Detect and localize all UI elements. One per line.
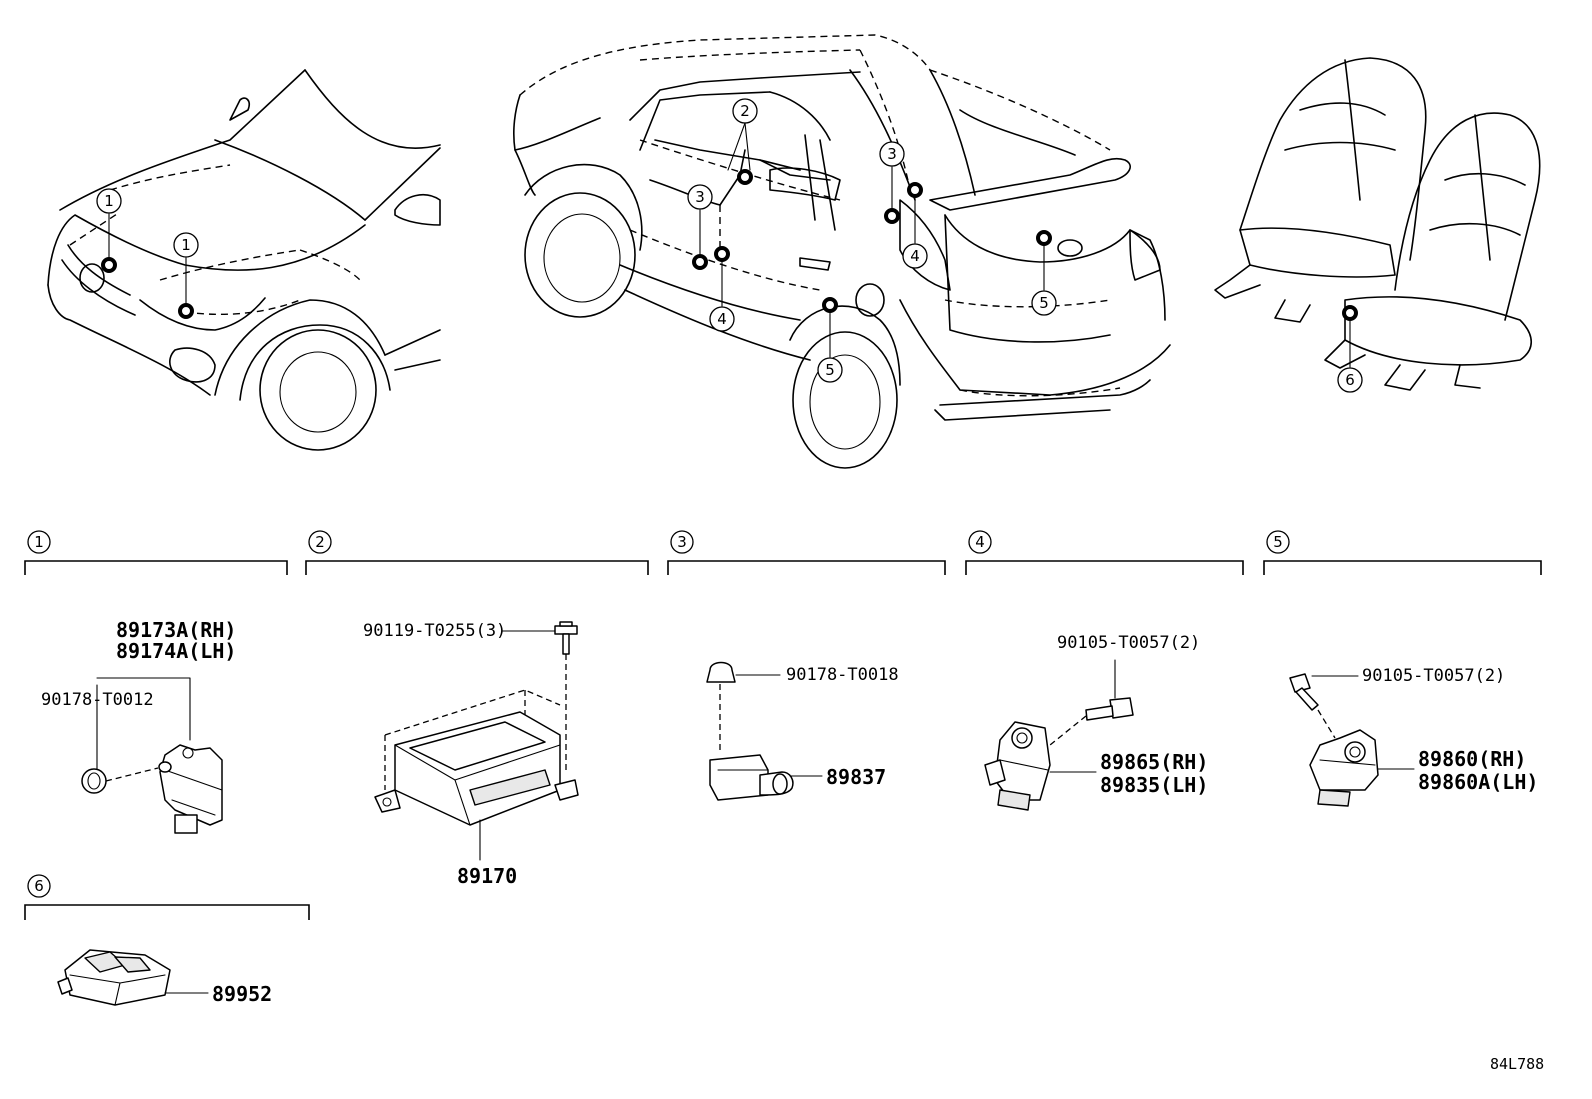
part-number-89952: 89952: [212, 982, 273, 1006]
part-number-89170: 89170: [457, 864, 518, 888]
svg-text:5: 5: [1273, 533, 1283, 551]
figure-code: 84L788: [1490, 1055, 1545, 1073]
section-1-parts: [81, 677, 223, 834]
front-vehicle-illustration: [47, 69, 441, 451]
section-5-parts: [1289, 673, 1415, 807]
section-6-parts: [57, 949, 209, 1006]
callout-number: 2: [740, 102, 750, 120]
callout-number: 5: [1039, 294, 1049, 312]
sensor-location-dot: [1342, 305, 1358, 321]
section-2-parts: [374, 621, 579, 861]
callout-number: 6: [1345, 371, 1355, 389]
sensor-location-dot: [737, 169, 753, 185]
svg-text:3: 3: [677, 533, 687, 551]
callout-number: 1: [181, 236, 191, 254]
section-brackets: 1 2 3 4 5 6: [24, 530, 1542, 920]
part-number-89174A-lh: 89174A(LH): [116, 639, 237, 663]
part-number-89837: 89837: [826, 765, 887, 789]
sensor-location-dot: [907, 182, 923, 198]
part-number-90119-T0255: 90119-T0255(3): [363, 621, 507, 641]
part-number-90105-T0057-sec5: 90105-T0057(2): [1362, 666, 1506, 686]
sensor-location-dot: [101, 257, 117, 273]
callout-markers: 1 1 2 3 3 4 4 5 5 6: [96, 98, 1363, 393]
part-number-90178-T0018: 90178-T0018: [786, 665, 899, 685]
callout-number: 1: [104, 192, 114, 210]
rear-vehicle-illustration: [513, 34, 1171, 469]
part-number-90105-T0057-sec4: 90105-T0057(2): [1057, 633, 1201, 653]
part-number-89865-rh: 89865(RH): [1100, 750, 1209, 774]
callout-number: 4: [717, 310, 727, 328]
seats-illustration: [1214, 57, 1541, 391]
svg-text:6: 6: [34, 877, 44, 895]
sensor-location-dot: [178, 303, 194, 319]
sensor-location-dot: [714, 246, 730, 262]
sensor-location-dot: [884, 208, 900, 224]
part-number-89860-rh: 89860(RH): [1418, 747, 1527, 771]
callout-number: 4: [910, 247, 920, 265]
sensor-location-dot: [692, 254, 708, 270]
callout-number: 3: [695, 188, 705, 206]
part-number-89860A-lh: 89860A(LH): [1418, 770, 1539, 794]
section-4-parts: [984, 659, 1134, 811]
svg-text:4: 4: [975, 533, 985, 551]
svg-text:2: 2: [315, 533, 325, 551]
callout-number: 3: [887, 145, 897, 163]
part-number-90178-T0012: 90178-T0012: [41, 690, 154, 710]
sensor-location-dot: [822, 297, 838, 313]
callout-number: 5: [825, 361, 835, 379]
part-number-89173A-rh: 89173A(RH): [116, 618, 237, 642]
part-number-89835-lh: 89835(LH): [1100, 773, 1209, 797]
svg-text:1: 1: [34, 533, 44, 551]
sensor-location-dot: [1036, 230, 1052, 246]
section-3-parts: [706, 661, 823, 801]
